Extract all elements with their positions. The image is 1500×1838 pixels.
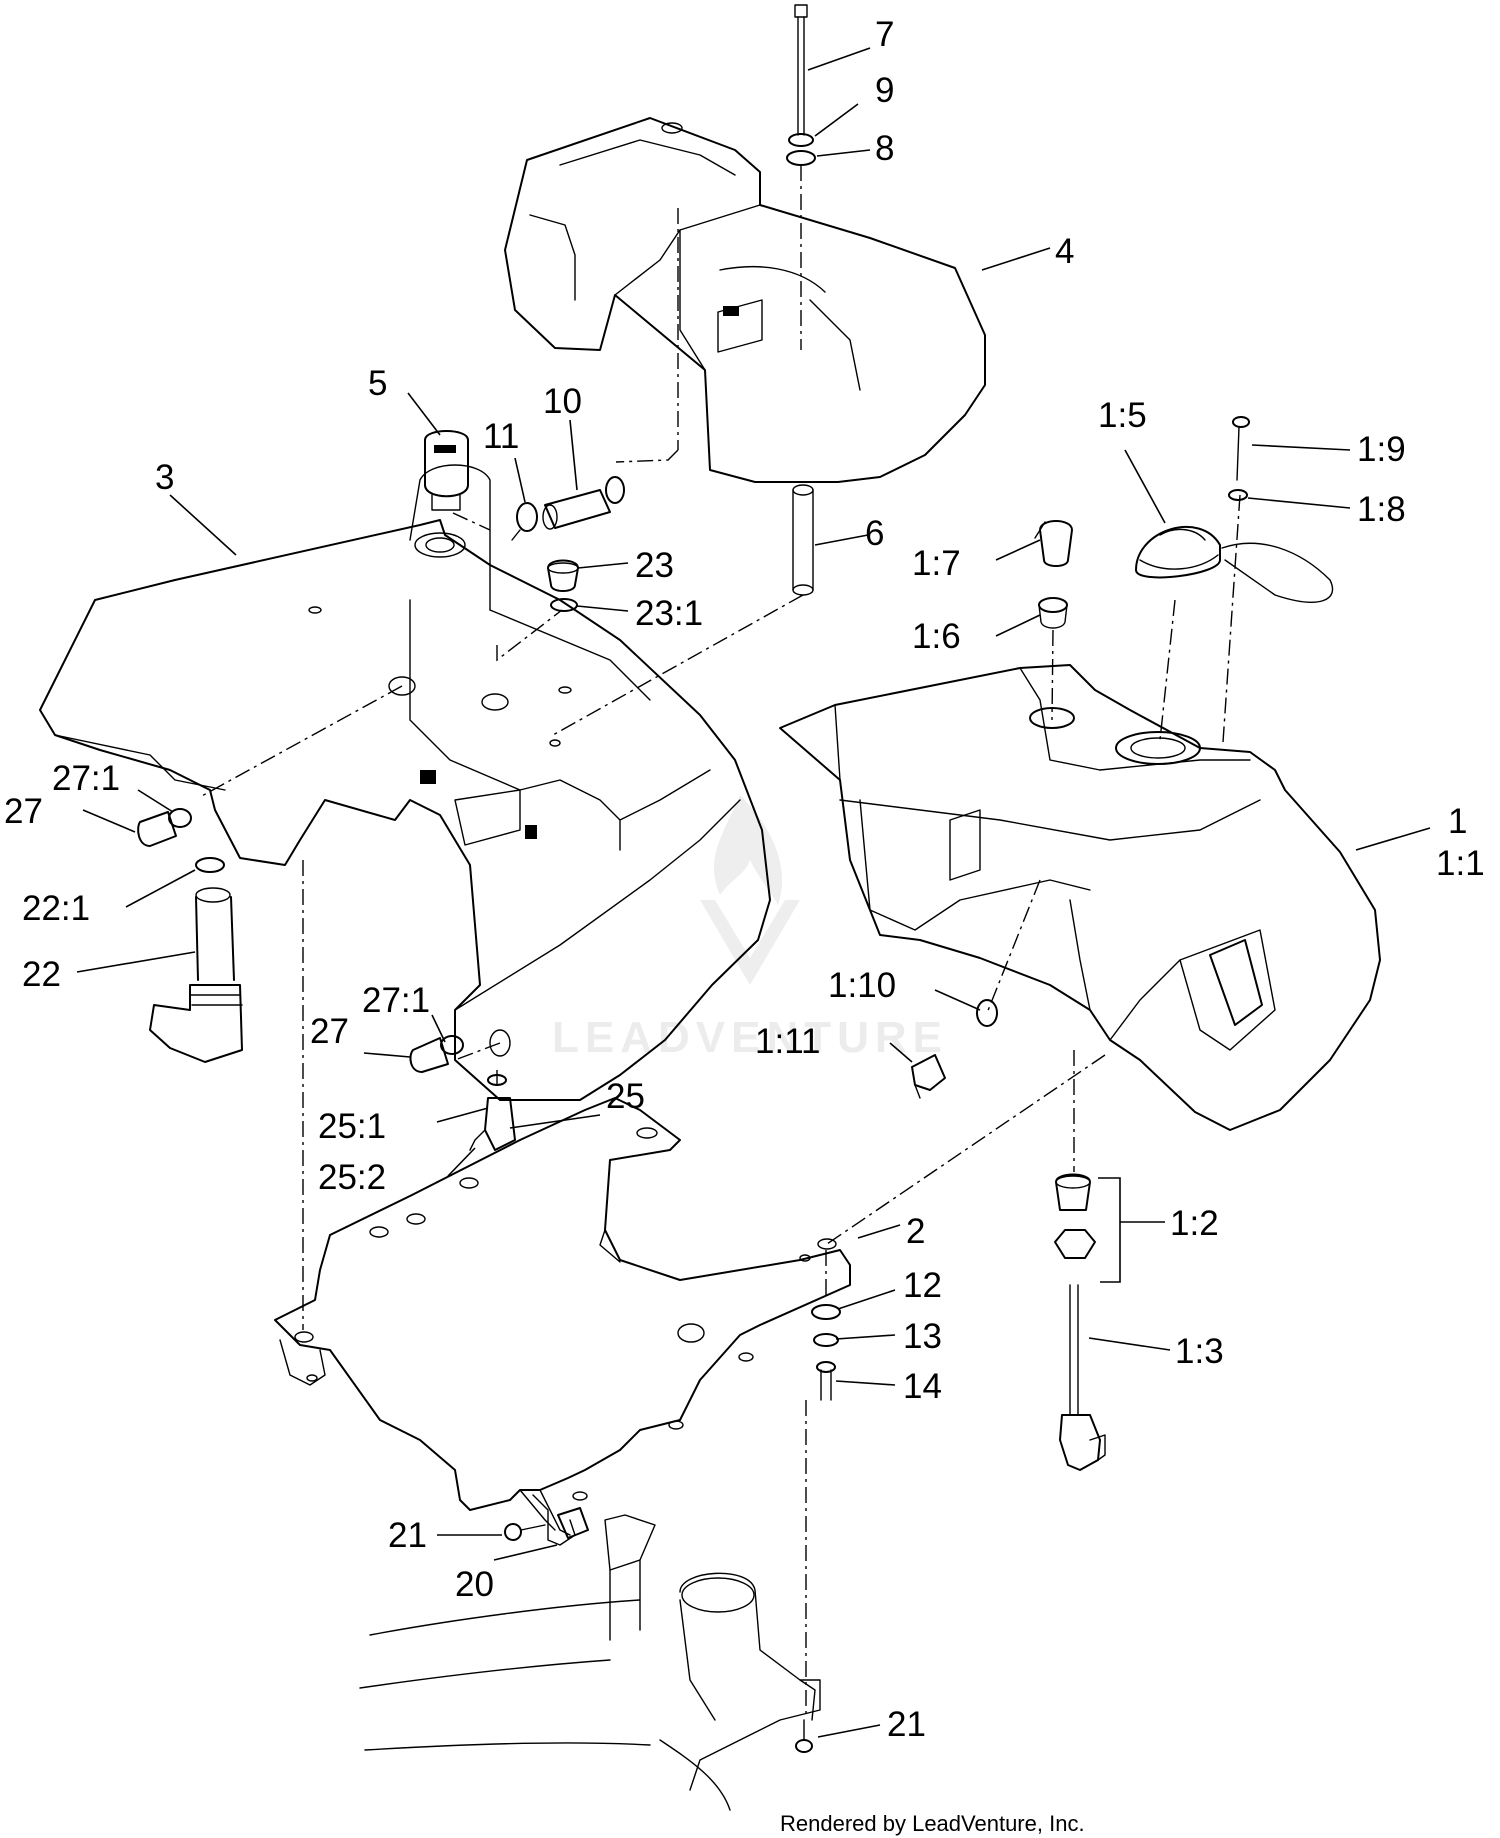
callout-1-7: 1:7: [912, 544, 961, 583]
part-1-8-cap-tether: [1221, 542, 1334, 603]
callout-22-1: 22:1: [22, 889, 90, 928]
part-22-fill-neck: [149, 857, 243, 1063]
callout-5: 5: [368, 364, 387, 403]
callout-11: 11: [483, 417, 519, 456]
part-1-8-ring: [1228, 489, 1248, 501]
part-1-6-grommet: [1038, 597, 1068, 629]
part-12-washer: [811, 1304, 841, 1320]
callout-25-2: 25:2: [318, 1158, 386, 1197]
callout-9: 9: [875, 71, 894, 110]
part-1-10-grommet: [976, 999, 998, 1027]
callout-10: 10: [543, 382, 582, 421]
part-11-clamp: [511, 502, 538, 541]
callout-6: 6: [865, 514, 884, 553]
footer-credit: Rendered by LeadVenture, Inc.: [780, 1811, 1085, 1836]
part-1-9-screw: [1232, 416, 1250, 481]
part-27-plug-lower: [409, 1035, 464, 1073]
callout-21-upper: 21: [388, 1516, 427, 1555]
part-6-spacer: [792, 484, 814, 596]
part-2-mounting-plate: [274, 1097, 851, 1546]
callout-25-1: 25:1: [318, 1107, 386, 1146]
callout-27-1-upper: 27:1: [52, 759, 120, 798]
part-14-bolt: [816, 1361, 836, 1401]
callout-20: 20: [455, 1565, 494, 1604]
callout-1-8: 1:8: [1357, 490, 1406, 529]
part-21-screw-lower: [795, 1719, 813, 1753]
part-21-screw-upper: [504, 1523, 546, 1541]
frame: [359, 1514, 821, 1811]
callout-7: 7: [875, 15, 894, 54]
callout-1-1: 1:1: [1436, 844, 1485, 883]
callout-25: 25: [606, 1077, 645, 1116]
callout-8: 8: [875, 129, 894, 168]
part-9-washer: [788, 133, 814, 147]
watermark-logo-icon: [700, 795, 800, 985]
part-1-11-elbow: [911, 1054, 946, 1099]
assembly-lines: [199, 165, 1241, 1715]
callout-1: 1: [1448, 802, 1467, 841]
part-1-7-fitting: [1034, 520, 1073, 567]
callout-27-upper: 27: [4, 792, 43, 831]
watermark-text: LEADVENTURE: [552, 1013, 948, 1062]
callout-1-5: 1:5: [1098, 396, 1147, 435]
callout-12: 12: [903, 1266, 942, 1305]
callout-2: 2: [906, 1212, 925, 1251]
part-25-elbow-fitting: [469, 1074, 516, 1151]
callout-3: 3: [155, 458, 174, 497]
part-1-3-pickup-tube: [1059, 1284, 1106, 1471]
callout-23: 23: [635, 546, 674, 585]
callout-21-lower: 21: [887, 1705, 926, 1744]
callout-1-6: 1:6: [912, 617, 961, 656]
part-23-grommet: [547, 559, 579, 612]
callout-27-1-lower: 27:1: [362, 981, 430, 1020]
callout-1-10: 1:10: [828, 966, 896, 1005]
part-27-plug-upper: [137, 808, 192, 847]
callout-14: 14: [903, 1367, 942, 1406]
part-8-washer: [786, 150, 816, 166]
part-1-fuel-tank: [779, 664, 1381, 1131]
callout-labels: 7 9 8 4 5 10 11 3 23 23:1 6 1:5 1:9 1:8 …: [4, 15, 1485, 1744]
callout-23-1: 23:1: [635, 594, 703, 633]
callout-1-2: 1:2: [1170, 1204, 1219, 1243]
part-1-5-fuel-cap: [1135, 526, 1221, 579]
watermark: LEADVENTURE: [552, 795, 948, 1062]
callout-4: 4: [1055, 232, 1074, 271]
part-3-main-shroud: [39, 464, 771, 1101]
callout-27-lower: 27: [310, 1012, 349, 1051]
callout-13: 13: [903, 1317, 942, 1356]
part-5-cap: [424, 430, 469, 511]
part-1-2-bushing: [1054, 1173, 1096, 1259]
part-20-clip-nut: [557, 1507, 589, 1539]
callout-22: 22: [22, 955, 61, 994]
leader-lines: [76, 47, 1431, 1738]
part-7-bolt: [794, 4, 808, 136]
part-10-hose: [542, 476, 625, 530]
part-13-washer: [813, 1333, 839, 1347]
callout-1-11: 1:11: [755, 1022, 821, 1061]
part-4-upper-shroud: [504, 117, 986, 483]
callout-1-3: 1:3: [1175, 1332, 1224, 1371]
callout-1-9: 1:9: [1357, 430, 1406, 469]
